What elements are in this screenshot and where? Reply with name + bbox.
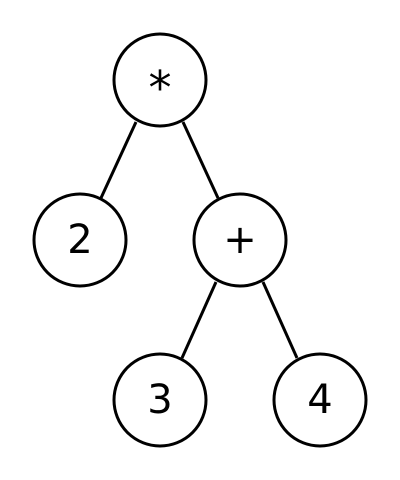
node-three-label: 3 [147, 377, 172, 423]
node-four: 4 [272, 352, 368, 448]
node-four-circle [272, 352, 368, 448]
edge-plus-to-right [261, 281, 299, 359]
node-three-circle [112, 352, 208, 448]
node-three: 3 [112, 352, 208, 448]
edge-root-to-right [181, 121, 220, 199]
node-two-circle [32, 192, 128, 288]
node-plus-circle [192, 192, 288, 288]
node-multiply-label: * [149, 61, 172, 115]
node-multiply: * [112, 32, 208, 128]
node-multiply-circle [112, 32, 208, 128]
edge-plus-to-left [180, 281, 218, 359]
node-plus-label: + [223, 217, 257, 263]
node-plus: + [192, 192, 288, 288]
node-two-label: 2 [67, 217, 92, 263]
node-two: 2 [32, 192, 128, 288]
node-four-label: 4 [307, 377, 332, 423]
edge-root-to-left [99, 121, 138, 199]
